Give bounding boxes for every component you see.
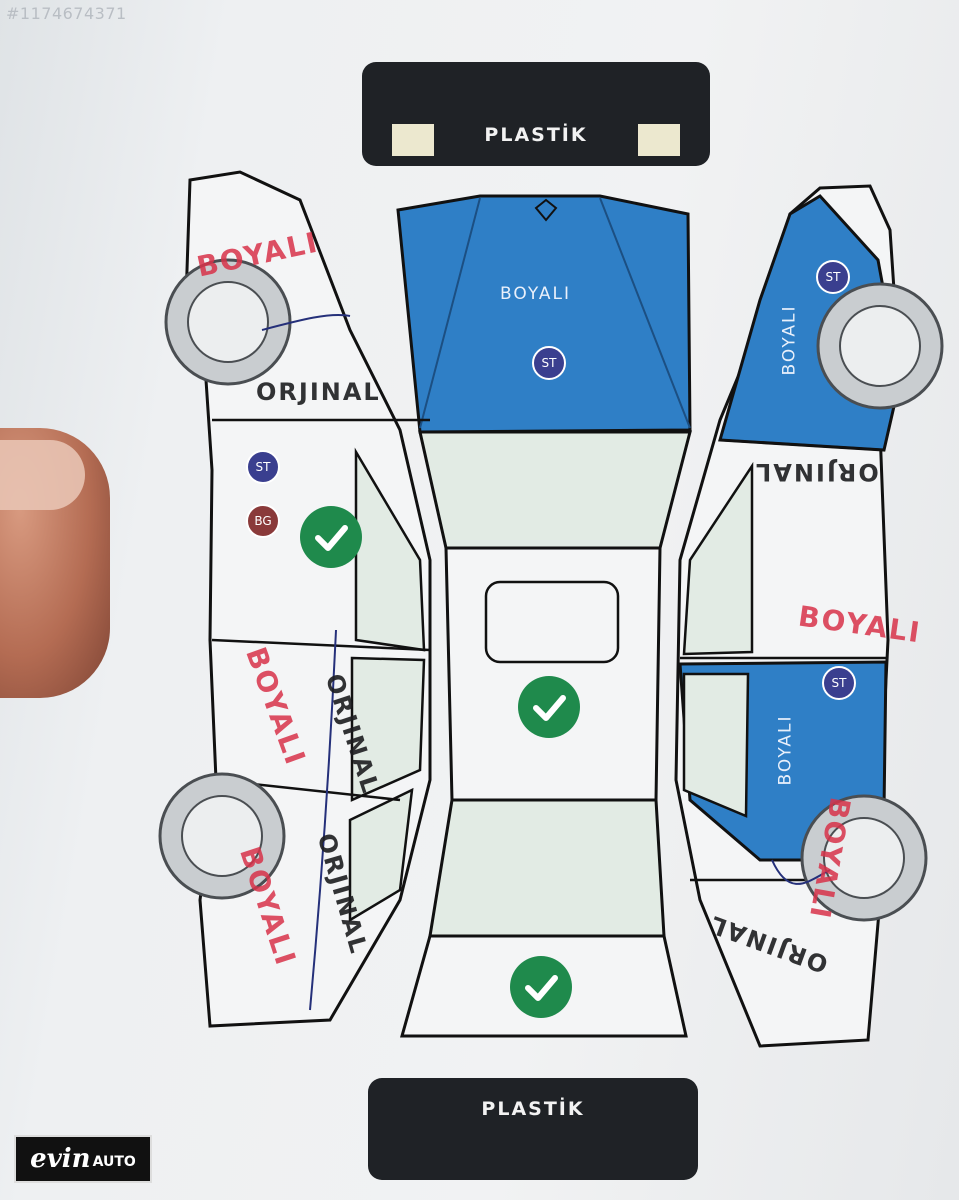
- left-rear-window: [350, 656, 426, 802]
- sunroof: [484, 580, 620, 664]
- hood-latch: [534, 198, 558, 222]
- rear-bumper-label: PLASTİK: [481, 1098, 585, 1120]
- right-rear-door-label: BOYALI: [775, 714, 796, 786]
- left-side-st-badge: ST: [246, 450, 280, 484]
- fingernail: [0, 440, 85, 510]
- right-headlight: [638, 124, 680, 156]
- check-icon: [510, 956, 572, 1018]
- listing-id: #1174674371: [6, 4, 127, 23]
- right-front-fender-label: BOYALI: [779, 304, 800, 376]
- evin-auto-logo: evin AUTO: [14, 1135, 152, 1183]
- check-icon: [518, 676, 580, 738]
- left-headlight: [392, 124, 434, 156]
- rear-window: [428, 798, 666, 938]
- stamp-right-front-door-orjinal: ORJINAL: [754, 458, 879, 486]
- hood-lines: [419, 197, 691, 429]
- windshield: [418, 430, 692, 550]
- right-rear-door-st-badge: ST: [822, 666, 856, 700]
- right-front-window: [682, 461, 754, 656]
- right-rear-window: [682, 672, 750, 818]
- pen-scribble-right: [771, 859, 831, 885]
- front-bumper-label: PLASTİK: [484, 124, 588, 146]
- rear-bumper: PLASTİK: [368, 1078, 698, 1180]
- right-front-fender-st-badge: ST: [816, 260, 850, 294]
- left-side-bg-badge: BG: [246, 504, 280, 538]
- stamp-left-front-door-orjinal: ORJINAL: [256, 378, 381, 406]
- front-bumper: PLASTİK: [362, 62, 710, 166]
- check-icon: [300, 506, 362, 568]
- hood-st-badge: ST: [532, 346, 566, 380]
- pen-scribble: [261, 313, 351, 1011]
- hood-label: BOYALI: [500, 284, 571, 304]
